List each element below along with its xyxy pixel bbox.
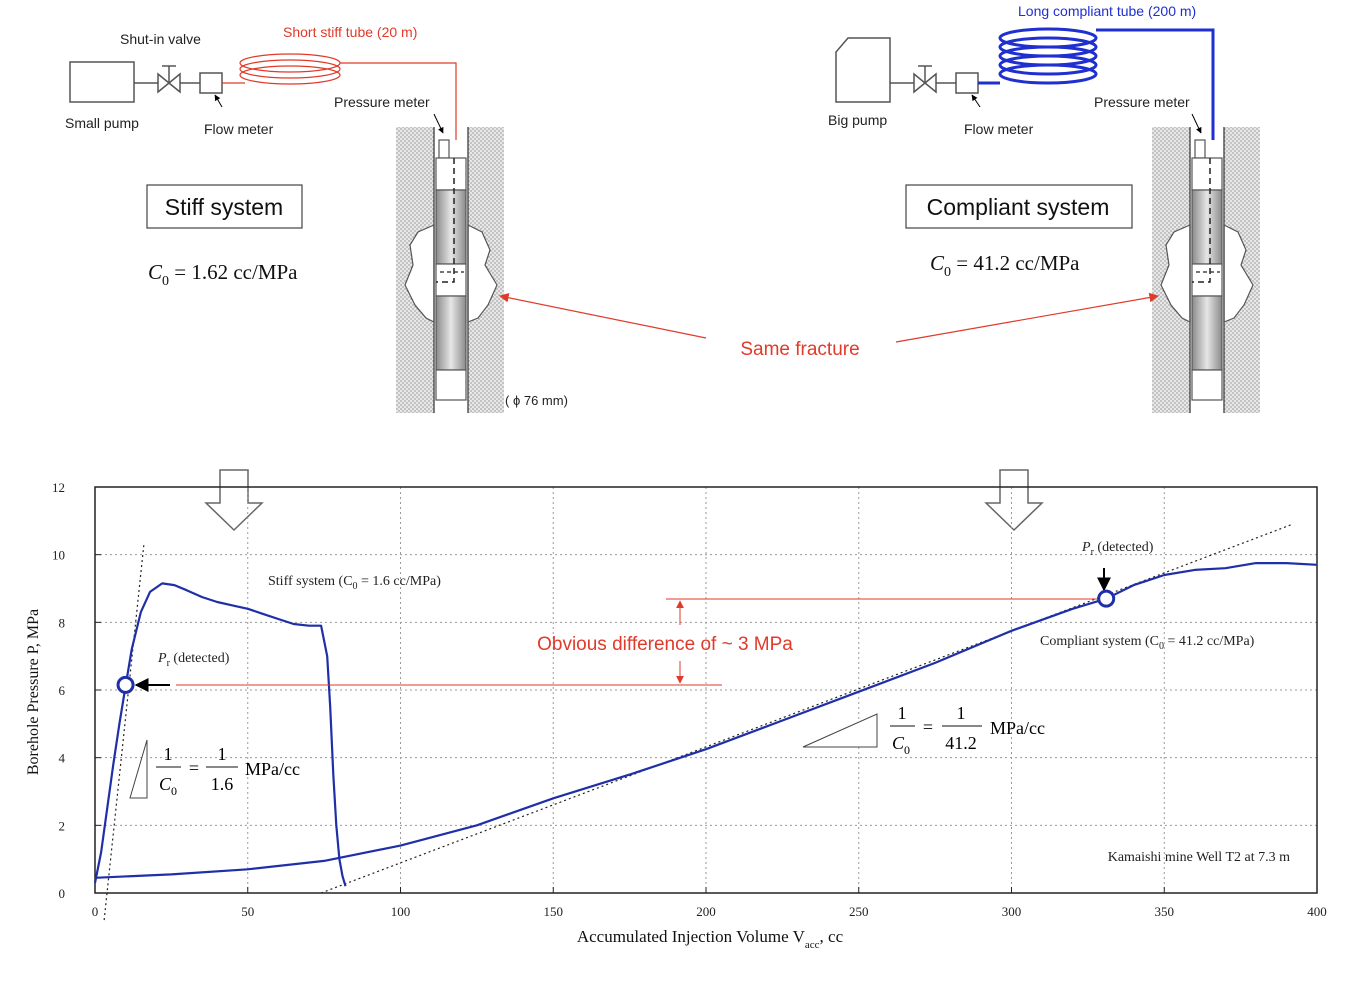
location-label: Kamaishi mine Well T2 at 7.3 m xyxy=(1108,850,1290,865)
pressure-meter-label-right: Pressure meter xyxy=(1094,94,1190,110)
flow-meter-icon xyxy=(199,72,223,94)
slope-triangle-compliant xyxy=(802,713,878,748)
x-tick-label: 350 xyxy=(1155,904,1175,919)
x-tick-label: 150 xyxy=(544,904,564,919)
slope-stiff-eq: = xyxy=(189,758,199,778)
small-pump-label: Small pump xyxy=(65,115,139,131)
pressure-volume-chart: 0 50 100 150 200 250 300 350 400 0 2 4 6 8 10 12 Obvio… xyxy=(25,480,1327,951)
fracture-right xyxy=(1160,224,1191,323)
y-tick-label: 2 xyxy=(59,818,66,833)
stiff-system-diagram: Shut-in valve Short stiff tube (20 m) Sm… xyxy=(65,24,568,413)
long-tube-coil-icon xyxy=(998,27,1098,85)
stiff-system-title: Stiff system xyxy=(165,194,283,220)
slope-stiff-c0: C0 xyxy=(159,774,177,798)
slope-comp-rhs-den: 41.2 xyxy=(945,733,977,753)
x-tick-label: 200 xyxy=(696,904,716,919)
stiff-c0-value: C0 = 1.62 cc/MPa xyxy=(148,260,298,289)
same-fracture-annotation: Same fracture xyxy=(499,292,1159,360)
y-tick-label: 0 xyxy=(59,886,66,901)
flow-meter-label-left: Flow meter xyxy=(204,121,274,137)
slope-comp-c0: C0 xyxy=(892,733,910,757)
down-arrow-left-icon xyxy=(204,469,264,532)
tangent-line xyxy=(320,523,1293,894)
compliant-tube-label: Long compliant tube (200 m) xyxy=(1018,3,1196,19)
slope-stiff-unit: MPa/cc xyxy=(245,759,300,779)
y-tick-label: 12 xyxy=(52,480,65,495)
slope-comp-rhs-num: 1 xyxy=(957,703,966,723)
same-fracture-label: Same fracture xyxy=(740,339,859,360)
stiff-system-curve xyxy=(93,582,347,887)
compliant-series-label: Compliant system (C0 = 41.2 cc/MPa) xyxy=(1040,634,1255,652)
big-pump-label: Big pump xyxy=(828,112,887,128)
y-tick-label: 4 xyxy=(59,751,66,766)
compliant-system-curve xyxy=(94,561,1318,879)
x-tick-label: 100 xyxy=(391,904,411,919)
x-axis-label: Accumulated Injection Volume Vacc, cc xyxy=(577,927,844,951)
diameter-label: ( ϕ 76 mm) xyxy=(505,393,568,408)
x-tick-label: 50 xyxy=(241,904,254,919)
flow-meter-right-icon xyxy=(955,72,979,94)
difference-label: Obvious difference of ~ 3 MPa xyxy=(537,634,793,655)
pr-detected-marker xyxy=(1097,589,1116,608)
pr-compliant-label: Pr (detected) xyxy=(1081,540,1154,558)
shutin-valve-icon xyxy=(157,65,181,94)
slope-comp-num: 1 xyxy=(898,703,907,723)
slope-stiff-num: 1 xyxy=(164,744,173,764)
x-tick-label: 300 xyxy=(1002,904,1022,919)
shutin-valve-label: Shut-in valve xyxy=(120,31,201,47)
stiff-tube-label: Short stiff tube (20 m) xyxy=(283,24,417,40)
borehole-left xyxy=(396,127,504,413)
slope-stiff-rhs-num: 1 xyxy=(218,744,227,764)
stiff-system-title-box xyxy=(146,184,303,229)
chart-grid xyxy=(95,487,1317,893)
y-axis-label: Borehole Pressure P, MPa xyxy=(25,609,42,775)
pr-detected-marker xyxy=(116,675,135,694)
compliant-c0-value: C0 = 41.2 cc/MPa xyxy=(930,251,1080,280)
down-arrow-right-icon xyxy=(984,469,1044,532)
x-tick-label: 0 xyxy=(92,904,99,919)
data-series xyxy=(93,561,1318,887)
big-pump-icon xyxy=(835,37,891,103)
slope-triangle-stiff xyxy=(129,739,148,799)
shutin-valve-right-icon xyxy=(913,65,937,94)
x-axis-ticks: 0 50 100 150 200 250 300 350 400 xyxy=(92,887,1327,919)
y-tick-label: 10 xyxy=(52,548,65,563)
x-tick-label: 400 xyxy=(1307,904,1327,919)
compliant-system-title: Compliant system xyxy=(927,194,1110,220)
y-axis-ticks: 0 2 4 6 8 10 12 xyxy=(52,480,101,901)
stiff-series-label: Stiff system (C0 = 1.6 cc/MPa) xyxy=(268,574,441,592)
slope-comp-eq: = xyxy=(923,717,933,737)
borehole-right xyxy=(1152,127,1260,413)
small-pump-icon xyxy=(69,61,135,103)
pr-stiff-label: Pr (detected) xyxy=(157,651,230,669)
short-tube-coil-icon xyxy=(239,53,341,85)
fracture-left xyxy=(404,224,435,323)
x-tick-label: 250 xyxy=(849,904,869,919)
y-tick-label: 8 xyxy=(59,615,66,630)
pressure-meter-label-left: Pressure meter xyxy=(334,94,430,110)
tangent-line xyxy=(103,544,145,921)
compliant-system-diagram: Long compliant tube (200 m) Big pump Flo… xyxy=(828,3,1260,413)
compliant-system-title-box xyxy=(905,184,1133,229)
chart-annotations: Obvious difference of ~ 3 MPa Pr (detect… xyxy=(129,540,1290,865)
y-tick-label: 6 xyxy=(59,683,66,698)
slope-comp-unit: MPa/cc xyxy=(990,718,1045,738)
pr-markers xyxy=(116,589,1116,694)
slope-stiff-rhs-den: 1.6 xyxy=(211,774,234,794)
flow-meter-label-right: Flow meter xyxy=(964,121,1034,137)
